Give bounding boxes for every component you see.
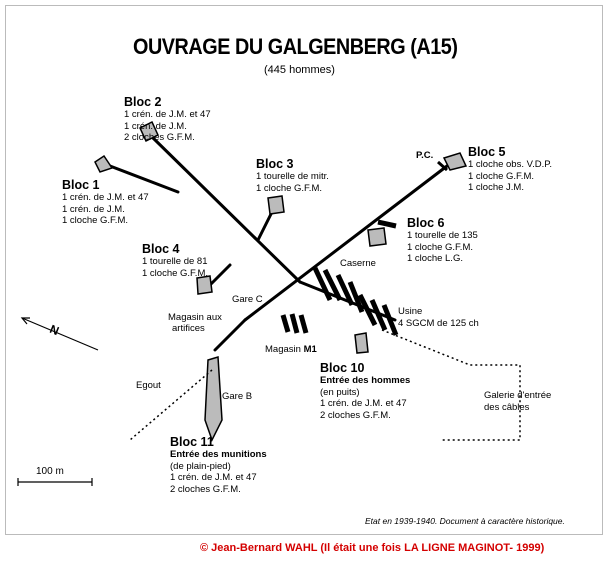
magasin-m1-3 bbox=[298, 314, 309, 334]
gallery-main bbox=[253, 236, 302, 284]
pc-label: P.C. bbox=[416, 150, 434, 161]
gallery-bloc3 bbox=[256, 208, 275, 242]
gallery-bloc5 bbox=[243, 164, 449, 322]
scale-label: 100 m bbox=[36, 466, 64, 477]
caserne-block-2 bbox=[322, 268, 343, 302]
north-arrow bbox=[20, 317, 99, 351]
diagram-frame bbox=[5, 5, 603, 535]
usine-detail: 4 SGCM de 125 ch bbox=[398, 318, 479, 329]
bloc3-shape bbox=[267, 195, 285, 215]
map-subtitle: (445 hommes) bbox=[264, 64, 335, 76]
egout-label: Egout bbox=[136, 380, 161, 391]
magasin-m1-2 bbox=[289, 313, 300, 334]
usine-block-3 bbox=[381, 304, 399, 336]
scale-bar bbox=[17, 478, 93, 486]
bloc5-shape bbox=[442, 152, 468, 171]
bloc3-label: Bloc 3 1 tourelle de mitr. 1 cloche G.F.… bbox=[256, 157, 329, 194]
bloc4-shape bbox=[196, 275, 213, 295]
caserne-label: Caserne bbox=[340, 258, 376, 269]
usine-block-1 bbox=[357, 293, 378, 327]
gallery-to-bloc11 bbox=[213, 318, 247, 352]
footer-note: Etat en 1939-1940. Document à caractère … bbox=[365, 516, 565, 526]
bloc11-shape bbox=[204, 356, 223, 442]
galerie-label-2: des câbles bbox=[484, 402, 530, 413]
bloc5-label: Bloc 5 1 cloche obs. V.D.P. 1 cloche G.F… bbox=[468, 145, 552, 193]
gallery-bloc1 bbox=[108, 164, 180, 194]
caserne-block-4 bbox=[347, 281, 365, 313]
magasin-m1-1 bbox=[280, 314, 291, 333]
magasin-aux-label: Magasin aux bbox=[168, 312, 222, 323]
caserne-block-1 bbox=[312, 266, 333, 302]
usine-label: Usine bbox=[398, 306, 423, 317]
caserne-block-3 bbox=[335, 273, 355, 307]
gare-c-label: Gare C bbox=[232, 294, 263, 305]
bloc2-label: Bloc 2 1 crén. de J.M. et 47 1 crén. de … bbox=[124, 95, 211, 143]
copyright-line: © Jean-Bernard WAHL (Il était une fois L… bbox=[200, 542, 545, 554]
gallery-bloc2 bbox=[148, 133, 257, 240]
gare-b-label: Gare B bbox=[222, 391, 253, 402]
bloc2-shape bbox=[139, 120, 159, 143]
usine-block-2 bbox=[369, 299, 388, 331]
map-title: OUVRAGE DU GALGENBERG (A15) bbox=[133, 34, 458, 59]
bloc6-label: Bloc 6 1 tourelle de 135 1 cloche G.F.M.… bbox=[407, 216, 478, 264]
bloc11-label: Bloc 11 Entrée des munitions (de plain-p… bbox=[170, 435, 267, 495]
bloc6-block bbox=[377, 219, 397, 229]
pc-marker bbox=[437, 160, 448, 172]
magasin-m1-label: Magasin M1 bbox=[265, 344, 317, 355]
bloc10-label: Bloc 10 Entrée des hommes (en puits) 1 c… bbox=[320, 361, 411, 421]
cable-gallery bbox=[381, 329, 521, 441]
bloc1-label: Bloc 1 1 crén. de J.M. et 47 1 crén. de … bbox=[62, 178, 149, 226]
bloc4-label: Bloc 4 1 tourelle de 81 1 cloche G.F.M. bbox=[142, 242, 208, 279]
bloc1-shape bbox=[94, 154, 114, 173]
galerie-label: Galerie d'entrée bbox=[484, 390, 552, 401]
bloc6-shape bbox=[367, 227, 387, 247]
magasin-aux-label-2: artifices bbox=[172, 323, 205, 334]
bloc10-shape bbox=[354, 332, 369, 354]
